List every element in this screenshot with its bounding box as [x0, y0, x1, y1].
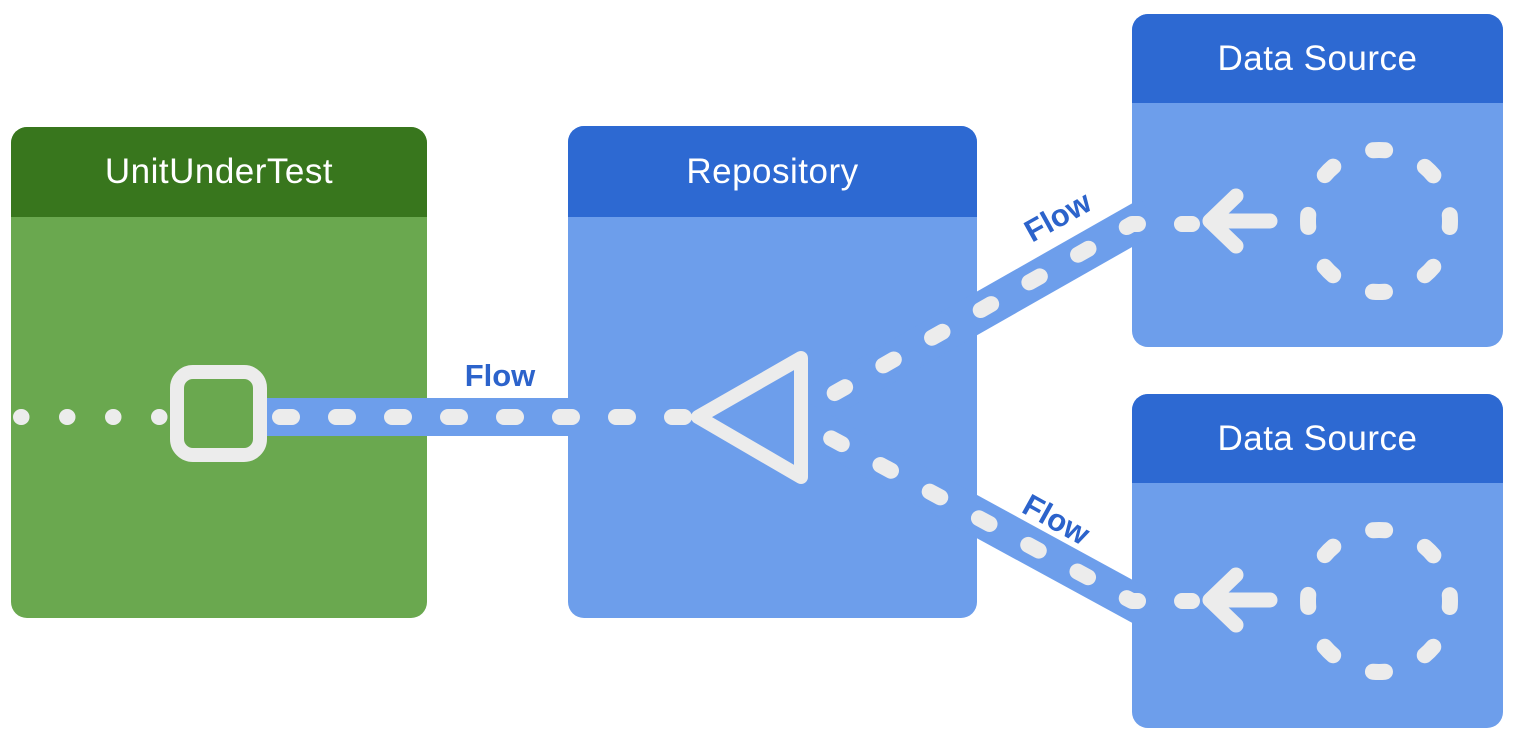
repository-title: Repository — [686, 151, 859, 191]
repository-box: Repository — [568, 126, 977, 618]
repository-header: Repository — [568, 126, 977, 217]
data-source-bottom-title: Data Source — [1217, 418, 1418, 458]
flow-label-bottom: Flow — [1016, 487, 1096, 552]
data-source-top-box: Data Source — [1132, 14, 1503, 347]
unit-under-test-header: UnitUnderTest — [11, 127, 427, 217]
unit-under-test-title: UnitUnderTest — [104, 152, 334, 191]
flow-label-left: Flow — [464, 358, 536, 393]
data-source-bottom-box: Data Source — [1132, 394, 1503, 728]
unit-under-test-box: UnitUnderTest — [11, 127, 427, 618]
data-source-bottom-header: Data Source — [1132, 394, 1503, 483]
flow-label-top: Flow — [1018, 184, 1098, 249]
data-source-top-title: Data Source — [1217, 38, 1418, 78]
data-source-top-header: Data Source — [1132, 14, 1503, 103]
